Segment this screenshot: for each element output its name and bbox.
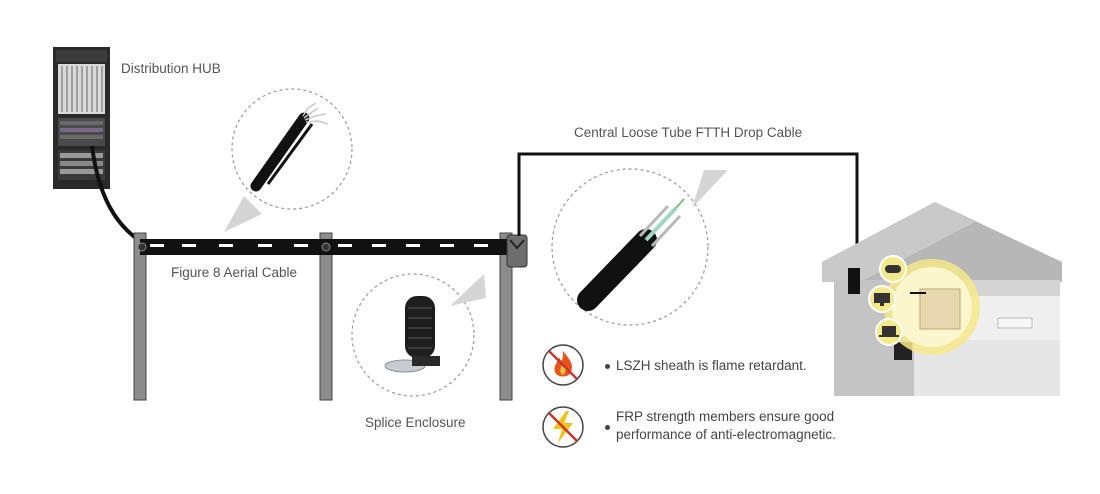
figure-8-aerial-cable <box>137 239 510 255</box>
hub-label: Distribution HUB <box>121 61 221 76</box>
laptop-icon <box>875 318 903 346</box>
distribution-hub-rack <box>53 47 110 189</box>
lightning-icon <box>542 406 584 448</box>
flame-icon <box>542 344 584 386</box>
feature-bullet <box>605 364 610 369</box>
splice-enclosure-label: Splice Enclosure <box>365 415 466 430</box>
drop-cable-label: Central Loose Tube FTTH Drop Cable <box>574 125 803 140</box>
pole-clamp-box <box>506 234 528 268</box>
house-device-icons <box>868 255 907 346</box>
feature-text-emi: FRP strength members ensure good perform… <box>616 409 836 442</box>
tv-icon <box>868 285 896 313</box>
drop-cable-magnifier <box>551 168 728 326</box>
utility-poles <box>133 232 513 401</box>
aerial-cable-magnifier <box>224 88 353 232</box>
feature-text-flame: LSZH sheath is flame retardant. <box>616 358 807 373</box>
splice-enclosure-magnifier <box>351 273 486 397</box>
aerial-cable-label: Figure 8 Aerial Cable <box>171 265 298 280</box>
feature-bullet <box>605 425 610 430</box>
gamepad-icon <box>879 255 907 283</box>
